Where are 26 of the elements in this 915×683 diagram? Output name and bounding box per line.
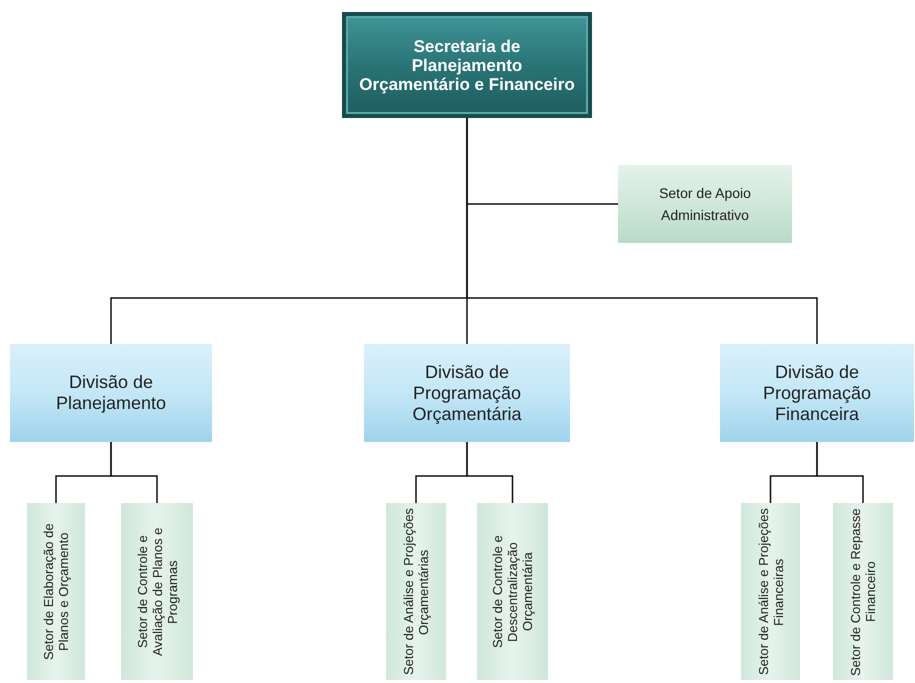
org-box — [720, 344, 914, 442]
box-label: Setor de Controle e Avaliação de Planos e Programas — [134, 526, 180, 658]
connector-line — [110, 442, 158, 503]
org-box — [121, 503, 193, 680]
box-label: Setor de Análise e Projeções Orçamentárias — [401, 507, 431, 676]
box-label: Divisão de Programação Orçamentária — [411, 362, 523, 424]
org-box — [386, 503, 446, 680]
org-box — [364, 344, 570, 442]
org-box — [741, 503, 800, 680]
connector-line — [816, 442, 864, 503]
org-box — [27, 503, 85, 680]
box-label: Secretaria de Planejamento Orçamentário e Financeiro — [358, 36, 576, 94]
box-label: Divisão de Planejamento — [54, 372, 168, 414]
connector-line — [466, 442, 514, 503]
box-label: Setor de Controle e Repasse Financeiro — [848, 506, 878, 676]
org-box — [10, 344, 212, 442]
org-box — [342, 12, 592, 118]
org-box — [833, 503, 893, 680]
box-label: Setor de Análise e Projeções Financeiras — [756, 507, 786, 676]
box-label: Setor de Controle e Descentralização Orçamentária — [490, 534, 535, 650]
org-box — [618, 165, 792, 243]
box-label: Divisão de Programação Financeira — [762, 362, 872, 424]
box-label: Setor de Elaboração de Planos e Orçamento — [41, 522, 71, 662]
connector-line — [466, 118, 818, 344]
org-box — [477, 503, 548, 680]
box-label: Setor de Apoio Administrativo — [658, 184, 752, 225]
